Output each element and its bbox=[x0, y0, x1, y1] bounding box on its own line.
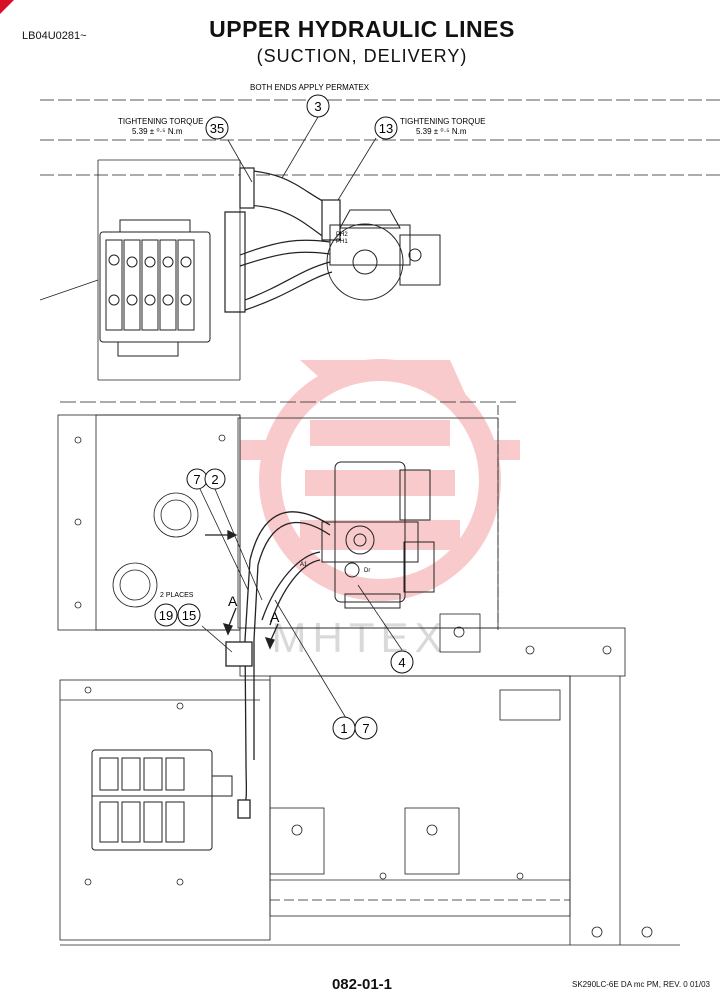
lower-delivery-hoses bbox=[225, 511, 331, 819]
svg-text:19: 19 bbox=[159, 608, 173, 623]
lower-pump bbox=[321, 461, 435, 609]
corner-mark bbox=[0, 0, 14, 14]
upper-delivery-hoses bbox=[239, 239, 333, 311]
torque-left-label: TIGHTENING TORQUE bbox=[118, 117, 204, 126]
callout-35: 35 bbox=[205, 116, 229, 140]
torque-left-value: 5.39 ± ⁰·⁵ N.m bbox=[132, 127, 183, 136]
lower-view-frame bbox=[57, 401, 680, 946]
section-mark-left: A bbox=[228, 593, 238, 609]
port-a1-label: A1 bbox=[300, 562, 308, 568]
watermark-text: MHTEX bbox=[272, 614, 449, 661]
svg-text:35: 35 bbox=[210, 121, 224, 136]
permatex-note: BOTH ENDS APPLY PERMATEX bbox=[250, 83, 370, 92]
reference-code: LB04U0281~ bbox=[22, 30, 87, 42]
callout-7-upper: 7 bbox=[186, 468, 208, 490]
places-note: 2 PLACES bbox=[160, 592, 194, 599]
callout-3: 3 bbox=[306, 94, 330, 118]
upper-pump bbox=[326, 209, 441, 301]
svg-text:7: 7 bbox=[362, 721, 369, 736]
section-mark-right: A bbox=[270, 609, 280, 625]
port-ph2-label: PH2 bbox=[336, 232, 348, 238]
lower-leader-lines bbox=[199, 488, 403, 729]
port-dr-label: Dr bbox=[364, 568, 370, 574]
callout-2: 2 bbox=[204, 468, 226, 490]
torque-right-value: 5.39 ± ⁰·⁵ N.m bbox=[416, 127, 467, 136]
svg-text:3: 3 bbox=[314, 99, 321, 114]
port-ph1-label: PH1 bbox=[336, 239, 348, 245]
svg-text:2: 2 bbox=[211, 472, 218, 487]
svg-text:15: 15 bbox=[182, 608, 196, 623]
svg-text:7: 7 bbox=[193, 472, 200, 487]
page-subtitle: (SUCTION, DELIVERY) bbox=[256, 46, 468, 66]
callout-15: 15 bbox=[177, 603, 201, 627]
lower-control-valve bbox=[91, 749, 233, 851]
upper-control-valve bbox=[99, 219, 211, 357]
svg-text:1: 1 bbox=[340, 721, 347, 736]
callout-4: 4 bbox=[390, 650, 414, 674]
callout-13: 13 bbox=[374, 116, 398, 140]
watermark-logo bbox=[240, 359, 520, 601]
upper-leader-lines bbox=[227, 116, 377, 201]
callout-1: 1 bbox=[332, 716, 356, 740]
lower-frame-holes bbox=[74, 434, 653, 938]
svg-text:13: 13 bbox=[379, 121, 393, 136]
torque-right-label: TIGHTENING TORQUE bbox=[400, 117, 486, 126]
page-number: 082-01-1 bbox=[331, 976, 393, 993]
callout-19: 19 bbox=[154, 603, 178, 627]
section-arrows bbox=[205, 529, 279, 650]
page-title: UPPER HYDRAULIC LINES bbox=[209, 16, 515, 42]
footer-document-reference: SK290LC-6E DA mc PM, REV. 0 01/03 bbox=[572, 980, 710, 989]
upper-suction-hose bbox=[224, 167, 341, 313]
svg-text:4: 4 bbox=[398, 655, 405, 670]
callout-7-lower: 7 bbox=[354, 716, 378, 740]
